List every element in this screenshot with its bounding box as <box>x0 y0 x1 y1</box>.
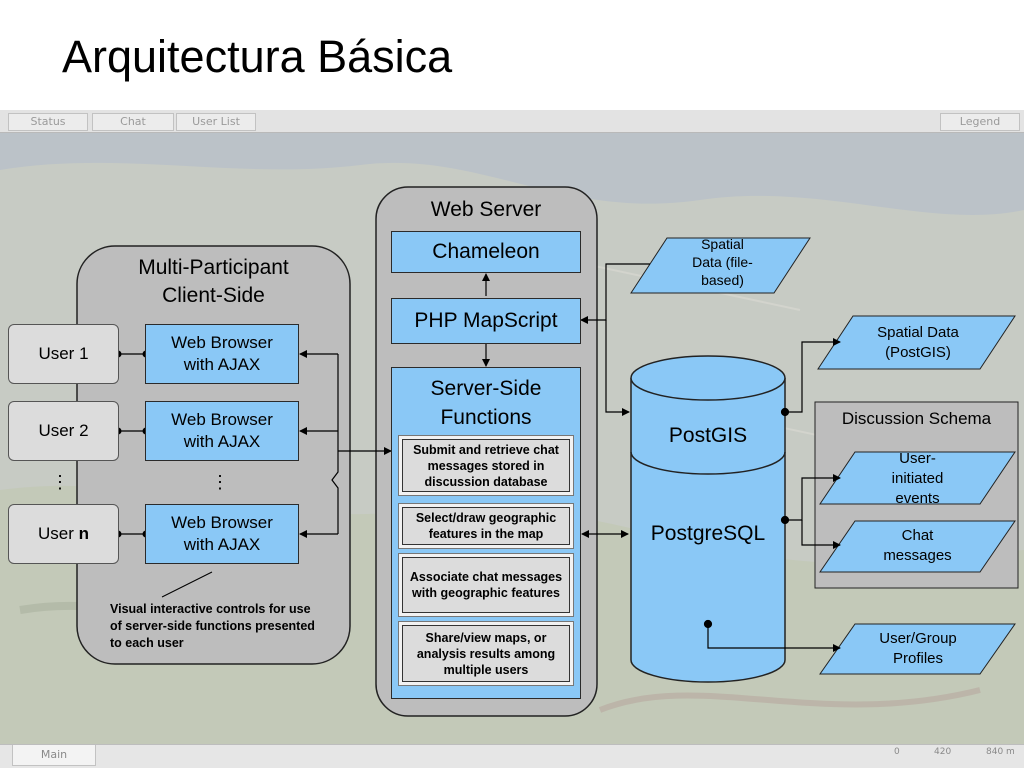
function-2-text: Select/draw geographic features in the m… <box>402 507 570 545</box>
browsers-ellipsis: ⋮ <box>211 471 229 492</box>
scale-label-420: 420 <box>934 747 952 757</box>
user-2-box: User 2 <box>8 401 119 461</box>
spatial-postgis-line2: (PostGIS) <box>885 344 951 361</box>
user-1-box: User 1 <box>8 324 119 384</box>
chat-messages-shape <box>819 520 1016 573</box>
user-n-prefix: User <box>37 524 74 543</box>
connector-postgis-spatial <box>780 338 841 417</box>
client-title-line2: Client-Side <box>162 284 265 307</box>
php-mapscript-box: PHP MapScript <box>391 298 581 344</box>
tab-legend[interactable]: Legend <box>940 113 1020 131</box>
web-browser-box-n: Web Browser with AJAX <box>145 504 299 564</box>
browser-1-line1: Web Browser <box>171 333 273 352</box>
user-events-line1: User- <box>899 450 936 467</box>
spatial-postgis-line1: Spatial Data <box>877 324 959 341</box>
user-events-line3: events <box>895 490 940 507</box>
database-cylinder <box>630 355 786 683</box>
function-3-text: Associate chat messages with geographic … <box>402 557 570 613</box>
spatial-file-line1: Spatial <box>701 236 744 252</box>
chat-messages-label: Chat messages <box>850 526 985 566</box>
function-chat-messages: Submit and retrieve chat messages stored… <box>398 435 574 496</box>
user-n-suffix: n <box>78 524 90 543</box>
user-1-prefix: User <box>38 344 75 363</box>
functions-title-line2: Functions <box>440 406 532 429</box>
function-4-text: Share/view maps, or analysis results amo… <box>402 625 570 682</box>
user-group-profiles-shape <box>819 623 1016 675</box>
tab-chat[interactable]: Chat <box>92 113 174 131</box>
web-browser-box-1: Web Browser with AJAX <box>145 324 299 384</box>
user-1-suffix: 1 <box>79 344 89 363</box>
scale-label-0: 0 <box>894 747 900 757</box>
note-pointer-line <box>161 571 213 598</box>
tab-status[interactable]: Status <box>8 113 88 131</box>
user-n-box: User n <box>8 504 119 564</box>
spatial-data-file-shape <box>630 237 811 294</box>
profiles-line2: Profiles <box>892 650 944 667</box>
spatial-file-line2: Data (file- <box>692 254 753 270</box>
connector-browsers-bus <box>299 350 392 538</box>
user-events-line2: initiated <box>891 470 944 487</box>
slide-title: Arquitectura Básica <box>62 31 453 82</box>
spatial-data-postgis-shape <box>817 315 1016 370</box>
spatial-file-line3: based) <box>701 272 744 288</box>
client-side-title: Multi-Participant Client-Side <box>86 252 341 312</box>
top-tab-bar: Status Chat User List Legend <box>0 110 1024 133</box>
server-side-functions-title: Server-Side Functions <box>391 373 581 433</box>
user-group-profiles-label: User/Group Profiles <box>838 629 998 669</box>
user-2-prefix: User <box>38 421 75 440</box>
client-note: Visual interactive controls for use of s… <box>110 602 315 650</box>
browser-n-line1: Web Browser <box>171 513 273 532</box>
function-share-maps: Share/view maps, or analysis results amo… <box>398 621 574 686</box>
spatial-data-file-label: Spatial Data (file- based) <box>665 235 780 289</box>
function-select-draw: Select/draw geographic features in the m… <box>398 503 574 549</box>
function-1-text: Submit and retrieve chat messages stored… <box>402 439 570 492</box>
profiles-line1: User/Group <box>879 630 957 647</box>
user-events-label: User- initiated events <box>860 449 975 509</box>
connector-postgresql-schema <box>780 474 841 549</box>
browser-2-line2: with AJAX <box>183 432 261 451</box>
postgresql-label: PostgreSQL <box>650 522 766 545</box>
functions-title-line1: Server-Side <box>430 377 542 400</box>
tab-main[interactable]: Main <box>12 745 96 766</box>
user-2-suffix: 2 <box>79 421 89 440</box>
discussion-schema-title: Discussion Schema <box>841 409 992 428</box>
browser-2-line1: Web Browser <box>171 410 273 429</box>
users-ellipsis: ⋮ <box>51 471 69 492</box>
chat-line1: Chat <box>901 527 934 544</box>
bottom-bar: Main 0 420 840 m <box>0 744 1024 768</box>
tab-user-list[interactable]: User List <box>176 113 256 131</box>
scale-label-840: 840 m <box>986 747 1015 757</box>
web-browser-box-2: Web Browser with AJAX <box>145 401 299 461</box>
chat-line2: messages <box>883 547 952 564</box>
spatial-data-postgis-label: Spatial Data (PostGIS) <box>838 323 998 363</box>
user-events-shape <box>819 451 1016 505</box>
connector-postgresql-profiles <box>703 619 841 652</box>
web-server-title: Web Server <box>430 198 542 221</box>
browser-n-line2: with AJAX <box>183 535 261 554</box>
function-associate-chat: Associate chat messages with geographic … <box>398 553 574 617</box>
connector-mapscript-data <box>580 263 650 416</box>
postgis-label: PostGIS <box>668 424 748 447</box>
chameleon-box: Chameleon <box>391 231 581 273</box>
browser-1-line2: with AJAX <box>183 355 261 374</box>
client-title-line1: Multi-Participant <box>138 256 289 279</box>
